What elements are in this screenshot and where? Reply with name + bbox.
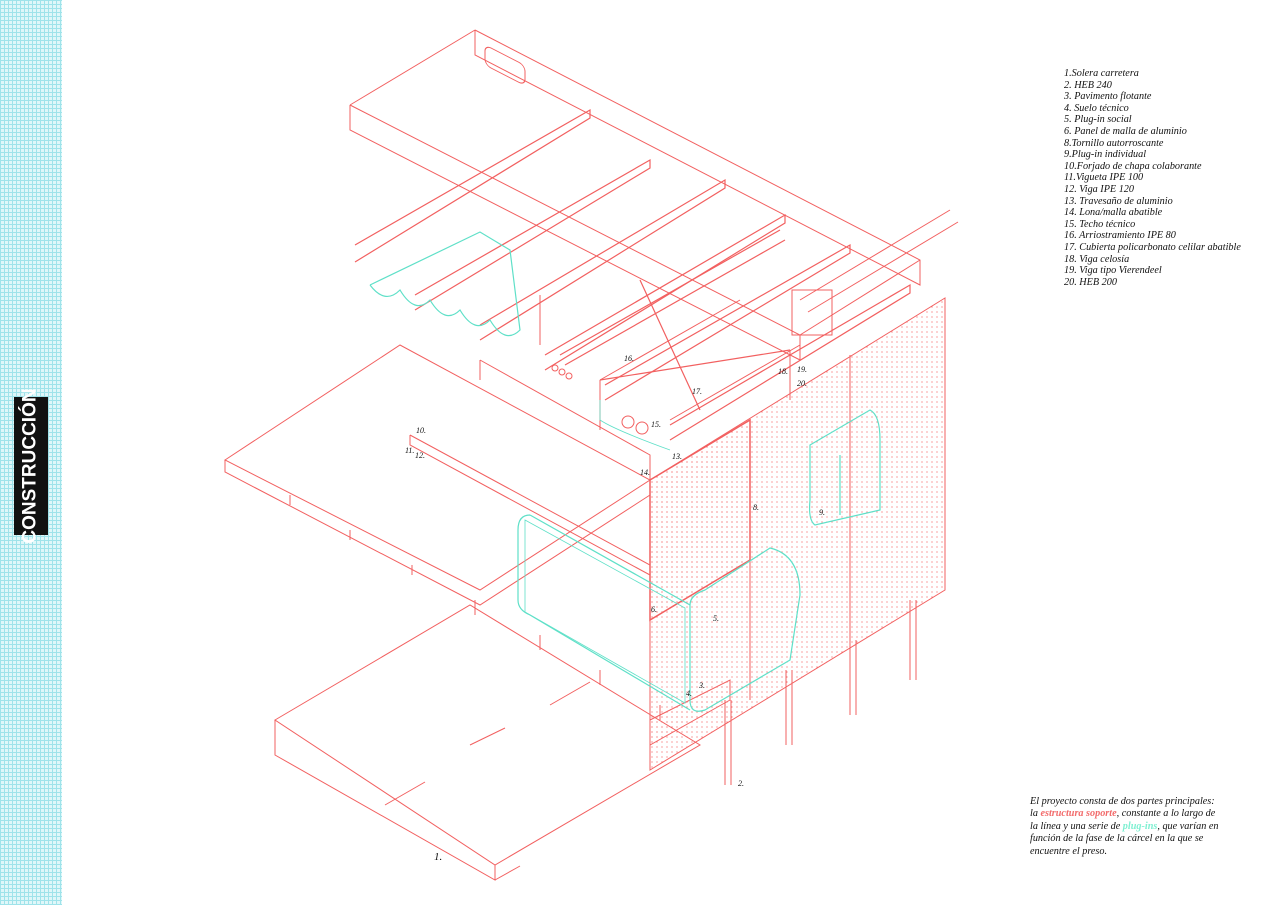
legend-item: 19. Viga tipo Vierendeel <box>1064 265 1162 277</box>
callout-20: 20. <box>797 379 807 388</box>
legend-item: 5. Plug-in social <box>1064 114 1132 126</box>
legend-item: 2. HEB 240 <box>1064 79 1112 91</box>
legend-item: 10.Forjado de chapa colaborante <box>1064 160 1202 172</box>
callout-4: 4. <box>686 689 692 698</box>
callout-18: 18. <box>778 367 788 376</box>
note-text-1: El proyecto consta de dos partes princip… <box>1030 796 1215 820</box>
floor-platform <box>224 344 661 720</box>
callout-6: 6. <box>651 605 657 614</box>
canvas-awning <box>369 231 521 337</box>
legend-item: 3. Pavimento flotante <box>1064 91 1152 103</box>
legend-item: 4. Suelo técnico <box>1064 102 1129 114</box>
service-pipe <box>791 209 959 336</box>
callout-5: 5. <box>713 614 719 623</box>
legend-item: 6. Panel de malla de aluminio <box>1064 125 1187 137</box>
callout-12: 12. <box>415 451 425 460</box>
callout-2: 2. <box>738 779 744 788</box>
callout-13: 13. <box>672 452 682 461</box>
legend-item: 17. Cubierta policarbonato celilar abati… <box>1064 241 1241 253</box>
legend-item: 13. Travesaño de aluminio <box>1064 195 1173 207</box>
roof-trusses <box>354 108 911 441</box>
legend-item: 18. Viga celosía <box>1064 253 1130 265</box>
note-text-2: , constante a lo largo de la línea y una… <box>1030 808 1216 832</box>
callout-10: 10. <box>416 426 426 435</box>
legend-item: 14. Lona/malla abatible <box>1064 207 1163 219</box>
plugin-individual <box>808 409 881 526</box>
callout-16: 16. <box>624 354 634 363</box>
callout-11: 11. <box>405 446 414 455</box>
legend-item: 16. Arriostramiento IPE 80 <box>1064 230 1176 242</box>
mesh-panel-large <box>649 297 946 771</box>
legend-item: 9.Plug-in individual <box>1064 149 1147 161</box>
callout-9: 9. <box>819 508 825 517</box>
note-text-3: , que varían en función de la fase de la… <box>1030 820 1219 857</box>
callout-labels: 1. 2. 3. 4. 5. 6. 8. 9. 10. 11. 12. 13. … <box>405 354 825 863</box>
callout-15: 15. <box>651 420 661 429</box>
upper-frame <box>479 295 801 480</box>
callout-3: 3. <box>698 681 705 690</box>
callout-17: 17. <box>692 387 702 396</box>
callout-8: 8. <box>753 503 759 512</box>
legend-item: 11.Vigueta IPE 100 <box>1064 172 1144 184</box>
sidebar-grid: CONSTRUCCIÓN <box>0 0 62 905</box>
legend-item: 20. HEB 200 <box>1064 276 1117 288</box>
legend-item: 15. Techo técnico <box>1064 218 1136 230</box>
section-label: CONSTRUCCIÓN <box>14 388 48 544</box>
callout-19: 19. <box>797 365 807 374</box>
note-highlight-plugins: plug-ins <box>1122 820 1158 832</box>
road-slab <box>274 604 701 881</box>
project-note: El proyecto consta de dos partes princip… <box>1030 796 1220 858</box>
note-highlight-structure: estructura soporte <box>1040 808 1117 820</box>
callout-1: 1. <box>434 851 442 863</box>
callout-14: 14. <box>640 468 650 477</box>
legend-item: 12. Viga IPE 120 <box>1064 183 1134 195</box>
roof-vierendeel <box>349 29 921 361</box>
legend-item: 8.Tornillo autorroscante <box>1064 137 1164 149</box>
legend-item: 1.Solera carretera <box>1064 68 1139 79</box>
